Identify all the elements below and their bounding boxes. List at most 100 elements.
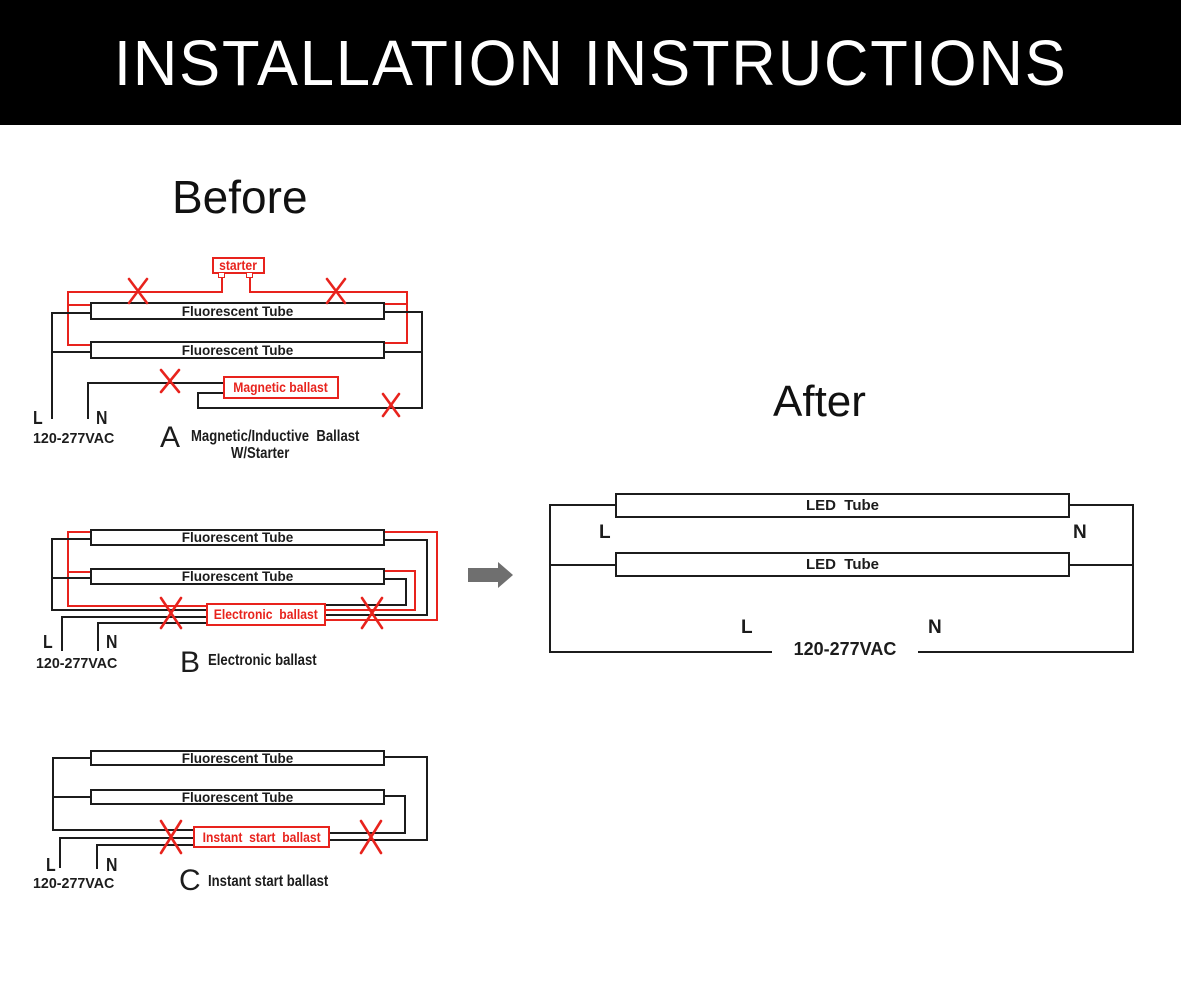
wire xyxy=(61,616,206,618)
wire xyxy=(59,837,61,868)
tube-label: Fluorescent Tube xyxy=(181,342,294,358)
wire xyxy=(96,844,193,846)
magnetic-ballast-box: Magnetic ballast xyxy=(223,376,339,399)
line-terminal-label: L xyxy=(599,522,611,543)
wire xyxy=(326,614,428,616)
starter-box: starter xyxy=(212,257,265,274)
fluorescent-tube-1: Fluorescent Tube xyxy=(90,302,385,320)
removed-wire xyxy=(385,303,408,305)
wire xyxy=(51,577,90,579)
wire xyxy=(97,622,99,651)
fluorescent-tube-2: Fluorescent Tube xyxy=(90,568,385,585)
tube-label: Fluorescent Tube xyxy=(181,789,294,805)
wire xyxy=(1132,504,1134,653)
wire xyxy=(549,504,551,653)
wire xyxy=(61,616,63,651)
neutral-terminal-label: N xyxy=(1073,522,1087,543)
removed-wire xyxy=(436,531,438,621)
wire xyxy=(87,382,89,419)
wire xyxy=(385,311,423,313)
instant-start-ballast-box: Instant start ballast xyxy=(193,826,330,848)
voltage-label: 120-277VAC xyxy=(36,655,118,672)
removed-wire xyxy=(385,570,416,572)
removed-wire xyxy=(249,277,251,292)
wire xyxy=(52,757,54,831)
removed-wire xyxy=(67,344,90,346)
starter-label: starter xyxy=(219,258,258,273)
wire xyxy=(404,795,406,834)
diagram-key: C xyxy=(179,864,201,897)
diagram-caption: Instant start ballast xyxy=(208,873,329,890)
line-terminal-label: L xyxy=(741,617,753,638)
removed-wire xyxy=(67,291,69,346)
wire xyxy=(197,407,423,409)
ballast-label: Instant start ballast xyxy=(202,829,321,845)
diagram-caption: Magnetic/Inductive Ballast xyxy=(191,428,360,445)
before-section-title: Before xyxy=(172,171,308,223)
wire xyxy=(405,578,407,606)
arrow-body xyxy=(468,568,498,582)
x-mark-icon xyxy=(159,368,181,394)
wire xyxy=(385,539,428,541)
removed-wire xyxy=(67,571,90,573)
line-terminal-label: L xyxy=(46,855,56,875)
removed-wire xyxy=(67,531,69,607)
voltage-label: 120-277VAC xyxy=(33,430,115,447)
neutral-terminal-label: N xyxy=(106,855,118,875)
wire xyxy=(330,839,428,841)
wire xyxy=(87,382,224,384)
header-bar: INSTALLATION INSTRUCTIONS xyxy=(0,0,1181,125)
tube-label: Fluorescent Tube xyxy=(181,569,294,584)
ballast-label: Magnetic ballast xyxy=(233,380,329,395)
ballast-label: Electronic ballast xyxy=(213,607,318,622)
electronic-ballast-box: Electronic ballast xyxy=(206,603,326,626)
x-mark-icon xyxy=(159,596,183,630)
removed-wire xyxy=(385,531,438,533)
voltage-label: 120-277VAC xyxy=(793,639,897,659)
x-mark-icon xyxy=(360,596,384,630)
removed-wire xyxy=(249,291,408,293)
neutral-terminal-label: N xyxy=(928,617,942,638)
wire xyxy=(549,504,616,506)
wire xyxy=(51,609,206,611)
after-section-title: After xyxy=(773,377,866,426)
removed-wire xyxy=(67,304,90,306)
arrow-head xyxy=(498,562,513,588)
fluorescent-tube-2: Fluorescent Tube xyxy=(90,789,385,805)
neutral-terminal-label: N xyxy=(96,408,108,428)
removed-wire xyxy=(326,619,438,621)
removed-wire xyxy=(406,291,408,344)
wire xyxy=(197,392,199,409)
tube-label: Fluorescent Tube xyxy=(181,530,294,545)
diagram-caption: Electronic ballast xyxy=(208,652,317,669)
wire xyxy=(51,538,90,540)
wire xyxy=(385,756,428,758)
wire xyxy=(51,312,53,419)
wire xyxy=(385,351,423,353)
wire xyxy=(52,829,193,831)
wire xyxy=(1068,504,1134,506)
wire xyxy=(426,539,428,616)
tube-label: Fluorescent Tube xyxy=(181,750,294,766)
tube-label: LED Tube xyxy=(805,497,880,514)
x-mark-icon xyxy=(381,392,401,418)
before-to-after-arrow-icon xyxy=(466,562,514,589)
line-terminal-label: L xyxy=(33,408,43,428)
fluorescent-tube-1: Fluorescent Tube xyxy=(90,750,385,766)
diagram-caption-line2: W/Starter xyxy=(231,445,290,462)
line-terminal-label: L xyxy=(43,632,53,652)
diagram-key: B xyxy=(180,646,201,679)
starter-pin xyxy=(246,272,253,278)
wire xyxy=(385,795,406,797)
fluorescent-tube-1: Fluorescent Tube xyxy=(90,529,385,546)
fluorescent-tube-2: Fluorescent Tube xyxy=(90,341,385,359)
wire xyxy=(918,651,1134,653)
x-mark-icon xyxy=(359,819,383,855)
wire xyxy=(52,796,90,798)
removed-wire xyxy=(67,531,90,533)
diagram-key: A xyxy=(160,421,181,454)
wire xyxy=(51,312,90,314)
x-mark-icon xyxy=(127,277,149,305)
led-tube-2: LED Tube xyxy=(615,552,1070,577)
wire xyxy=(426,756,428,841)
